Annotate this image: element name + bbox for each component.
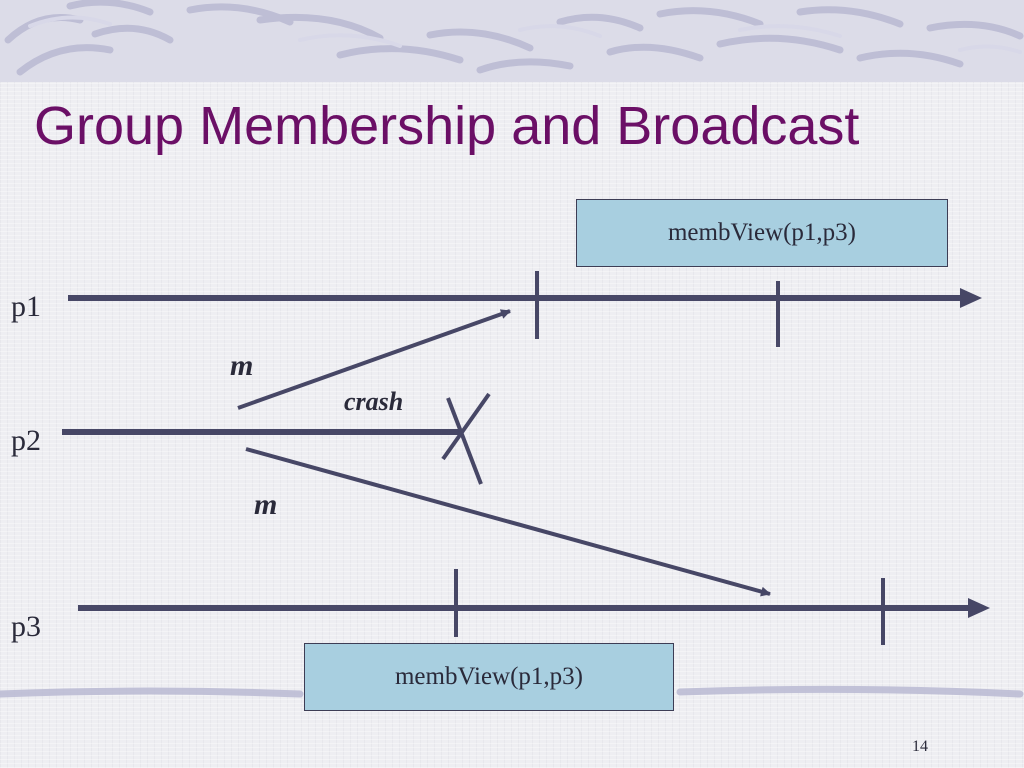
crash-mark-stroke-2 [446, 397, 483, 485]
p3-membership-view-box: membView(p1,p3) [304, 643, 674, 711]
message-label-to-p1: m [230, 349, 254, 382]
process-label-p1: p1 [11, 290, 41, 323]
p3-timeline-arrowhead [968, 598, 990, 618]
p1-membership-view-box: membView(p1,p3) [576, 199, 948, 267]
process-label-p3: p3 [11, 610, 41, 643]
slide-title: Group Membership and Broadcast [34, 96, 860, 156]
p1-timeline-arrowhead [960, 288, 982, 308]
process-label-p2: p2 [11, 424, 41, 457]
message-label-to-p3: m [254, 488, 278, 521]
crash-mark-stroke-1 [441, 392, 491, 461]
message-arrow-p2-to-p1 [237, 309, 511, 410]
page-number: 14 [912, 738, 928, 755]
message-arrow-p2-to-p3 [245, 447, 771, 597]
crash-label: crash [344, 387, 404, 416]
